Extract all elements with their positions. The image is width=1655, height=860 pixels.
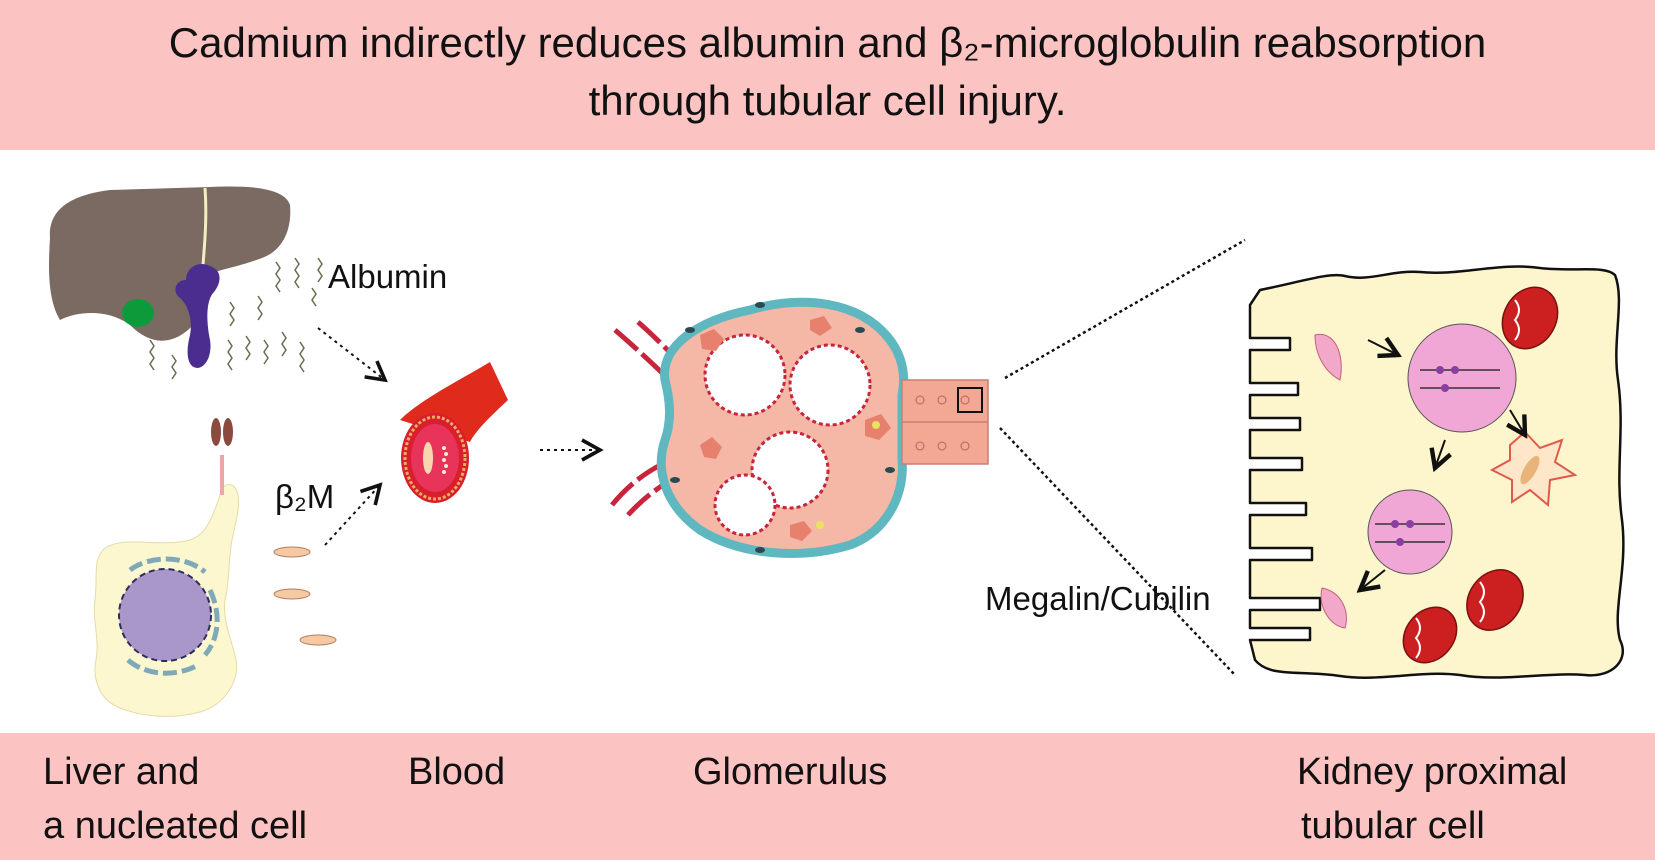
albumin-to-blood-arrow	[317, 327, 388, 383]
blood-vessel	[400, 362, 508, 503]
liver	[49, 186, 291, 341]
gallbladder	[122, 299, 154, 327]
albumin-molecules	[149, 257, 323, 380]
megalin-cubilin-label: Megalin/Cubilin	[985, 580, 1211, 617]
glomerulus-caption: Glomerulus	[693, 751, 888, 793]
blood-caption: Blood	[408, 751, 506, 793]
liver-caption-line-1: Liver and	[43, 751, 200, 793]
zoom-box	[957, 387, 983, 413]
title-line-2: through tubular cell injury.	[588, 77, 1067, 124]
title-banner	[0, 0, 1655, 150]
diagram-canvas	[49, 186, 1625, 717]
title-line-1: Cadmium indirectly reduces albumin and β…	[168, 19, 1487, 66]
tubular-cell	[1248, 265, 1625, 679]
kidney-cell-caption: Kidney proximal tubular cell	[1297, 745, 1567, 853]
bottom-banner	[0, 733, 1655, 860]
b2m-molecules	[273, 546, 337, 646]
b2m-label: β₂M	[275, 478, 335, 515]
kidney-caption-line-1: Kidney proximal	[1297, 751, 1568, 793]
liver-cell-caption: Liver and a nucleated cell	[43, 745, 307, 853]
nucleated-cell	[93, 418, 239, 717]
figure-title: Cadmium indirectly reduces albumin and β…	[0, 14, 1655, 130]
albumin-label: Albumin	[328, 258, 448, 295]
zoom-line-bottom	[999, 427, 1236, 676]
liver-caption-line-2: a nucleated cell	[43, 805, 308, 847]
portal-vessel	[175, 263, 220, 368]
glomerulus	[610, 297, 989, 558]
kidney-caption-line-2: tubular cell	[1301, 805, 1485, 847]
zoom-line-top	[1004, 238, 1246, 380]
